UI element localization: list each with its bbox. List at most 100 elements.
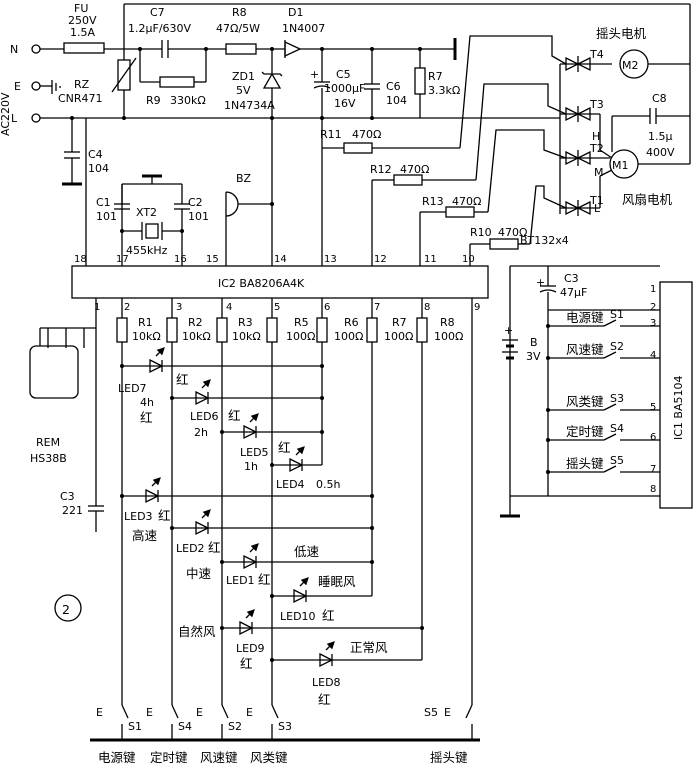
r9-value: 330kΩ (170, 94, 206, 107)
r8-symbol (225, 43, 257, 55)
svg-text:电源键: 电源键 (566, 310, 604, 325)
r7-top-value: 3.3kΩ (428, 84, 460, 97)
led6: LED6 2h (170, 379, 324, 439)
ic2-bottom-pins: 1 2 3 4 5 6 7 8 9 (94, 302, 480, 313)
rz-value: CNR471 (58, 92, 103, 105)
r7-top-symbol (414, 67, 426, 95)
r11-ref: R11 (320, 128, 342, 141)
svg-text:低速: 低速 (294, 544, 320, 559)
svg-text:电源键: 电源键 (98, 750, 136, 765)
ic1-pins: 1 2 3 4 5 6 7 8 (650, 284, 656, 495)
xt2-value: 455kHz (126, 244, 168, 257)
m2-name: 摇头电机 (596, 26, 647, 41)
svg-text:8: 8 (650, 484, 656, 495)
svg-text:红: 红 (322, 608, 335, 623)
r8-bottom: R8 100Ω (416, 298, 463, 343)
pin-e-label: E (14, 80, 21, 93)
svg-text:100Ω: 100Ω (384, 330, 413, 343)
r13-symbol (445, 206, 475, 218)
r8-value: 47Ω/5W (216, 22, 260, 35)
svg-text:16: 16 (174, 254, 187, 265)
svg-text:S1: S1 (128, 720, 142, 733)
tap-h: H (592, 130, 600, 143)
svg-text:2: 2 (62, 602, 70, 617)
led4-color: 红 (278, 440, 291, 455)
svg-text:红: 红 (158, 508, 171, 523)
svg-text:LED10: LED10 (280, 610, 316, 623)
led4: LED4 0.5h (270, 446, 340, 491)
svg-text:10kΩ: 10kΩ (232, 330, 261, 343)
key-s3-bottom: E S3 风类键 (246, 704, 292, 765)
key-s5-bottom: S5 E 摇头键 (424, 704, 473, 765)
svg-text:7: 7 (650, 464, 656, 475)
key-s4-right: 定时键 S4 (548, 422, 660, 441)
r12-ref: R12 (370, 163, 392, 176)
svg-text:定时键: 定时键 (566, 424, 604, 439)
c2-ref: C2 (188, 196, 203, 209)
c1-value: 101 (96, 210, 117, 223)
key-s2-bottom: E S2 风速键 (196, 704, 242, 765)
r9-symbol (159, 76, 195, 88)
svg-text:2: 2 (650, 302, 656, 313)
buzzer-icon (225, 191, 239, 217)
svg-text:10kΩ: 10kΩ (132, 330, 161, 343)
svg-text:0.5h: 0.5h (316, 478, 340, 491)
key-s5-right: 摇头键 S5 (548, 454, 660, 473)
svg-text:R1: R1 (138, 316, 153, 329)
c3-top-ref: C3 (564, 272, 579, 285)
svg-text:10kΩ: 10kΩ (182, 330, 211, 343)
c3-bot-value: 221 (62, 504, 83, 517)
svg-text:11: 11 (424, 254, 437, 265)
mains-input: N E L AC220V FU 250V 1.5A (0, 2, 560, 136)
d1-value: 1N4007 (282, 22, 325, 35)
svg-text:LED1: LED1 (226, 574, 255, 587)
svg-text:E: E (246, 706, 253, 719)
svg-text:1: 1 (650, 284, 656, 295)
bottom-keys: E S1 电源键 E S4 定时键 E S2 风速键 E S3 风类键 S5 E… (90, 704, 480, 765)
svg-text:8: 8 (424, 302, 430, 313)
zd1-value2: 1N4734A (224, 99, 275, 112)
r7: R7 100Ω (366, 298, 413, 343)
terminal-l (31, 113, 41, 123)
svg-text:2h: 2h (194, 426, 208, 439)
svg-text:T4: T4 (589, 48, 604, 61)
battery-value: 3V (526, 350, 541, 363)
rem-value: HS38B (30, 452, 67, 465)
key-s1-bottom: E S1 电源键 (96, 704, 142, 765)
svg-text:风类键: 风类键 (250, 750, 288, 765)
rem-body (29, 345, 79, 399)
c7-ref: C7 (150, 6, 165, 19)
svg-text:1h: 1h (244, 460, 258, 473)
svg-text:+: + (536, 276, 545, 289)
ic2-label: IC2 BA8206A4K (218, 277, 305, 290)
r13-ref: R13 (422, 195, 444, 208)
ic1-section: IC1 BA5104 + C3 47μF + B 3V 1 2 3 4 5 6 … (500, 265, 693, 518)
triac-t3: T3 (560, 98, 613, 159)
ac-voltage-label: AC220V (0, 92, 12, 136)
led2: LED2 红 中速 (170, 509, 374, 581)
svg-text:红: 红 (258, 572, 271, 587)
d1-symbol (284, 40, 302, 58)
fuse-symbol (63, 42, 105, 54)
ir-receiver: REM HS38B C3 221 (29, 298, 104, 532)
svg-text:风速键: 风速键 (200, 750, 238, 765)
ic1-body (659, 281, 693, 509)
c5-symbol (313, 85, 331, 89)
bz-ref: BZ (236, 172, 252, 185)
r2: R2 10kΩ (166, 298, 211, 343)
c4-ref: C4 (88, 148, 103, 161)
m1-ref: M1 (612, 159, 629, 172)
svg-text:自然风: 自然风 (178, 624, 216, 639)
svg-text:4: 4 (226, 302, 232, 313)
power-supply: RZ CNR471 C7 1.2μF/630V R9 330kΩ R8 47Ω/… (58, 6, 460, 186)
svg-text:摇头键: 摇头键 (430, 750, 468, 765)
svg-text:14: 14 (274, 254, 287, 265)
r10-symbol (489, 238, 519, 250)
svg-text:13: 13 (324, 254, 337, 265)
svg-text:S1: S1 (610, 308, 624, 321)
svg-text:风速键: 风速键 (566, 342, 604, 357)
r8-ref: R8 (232, 6, 247, 19)
svg-text:+: + (504, 324, 513, 337)
m2-ref: M2 (622, 59, 639, 72)
d1-ref: D1 (288, 6, 303, 19)
